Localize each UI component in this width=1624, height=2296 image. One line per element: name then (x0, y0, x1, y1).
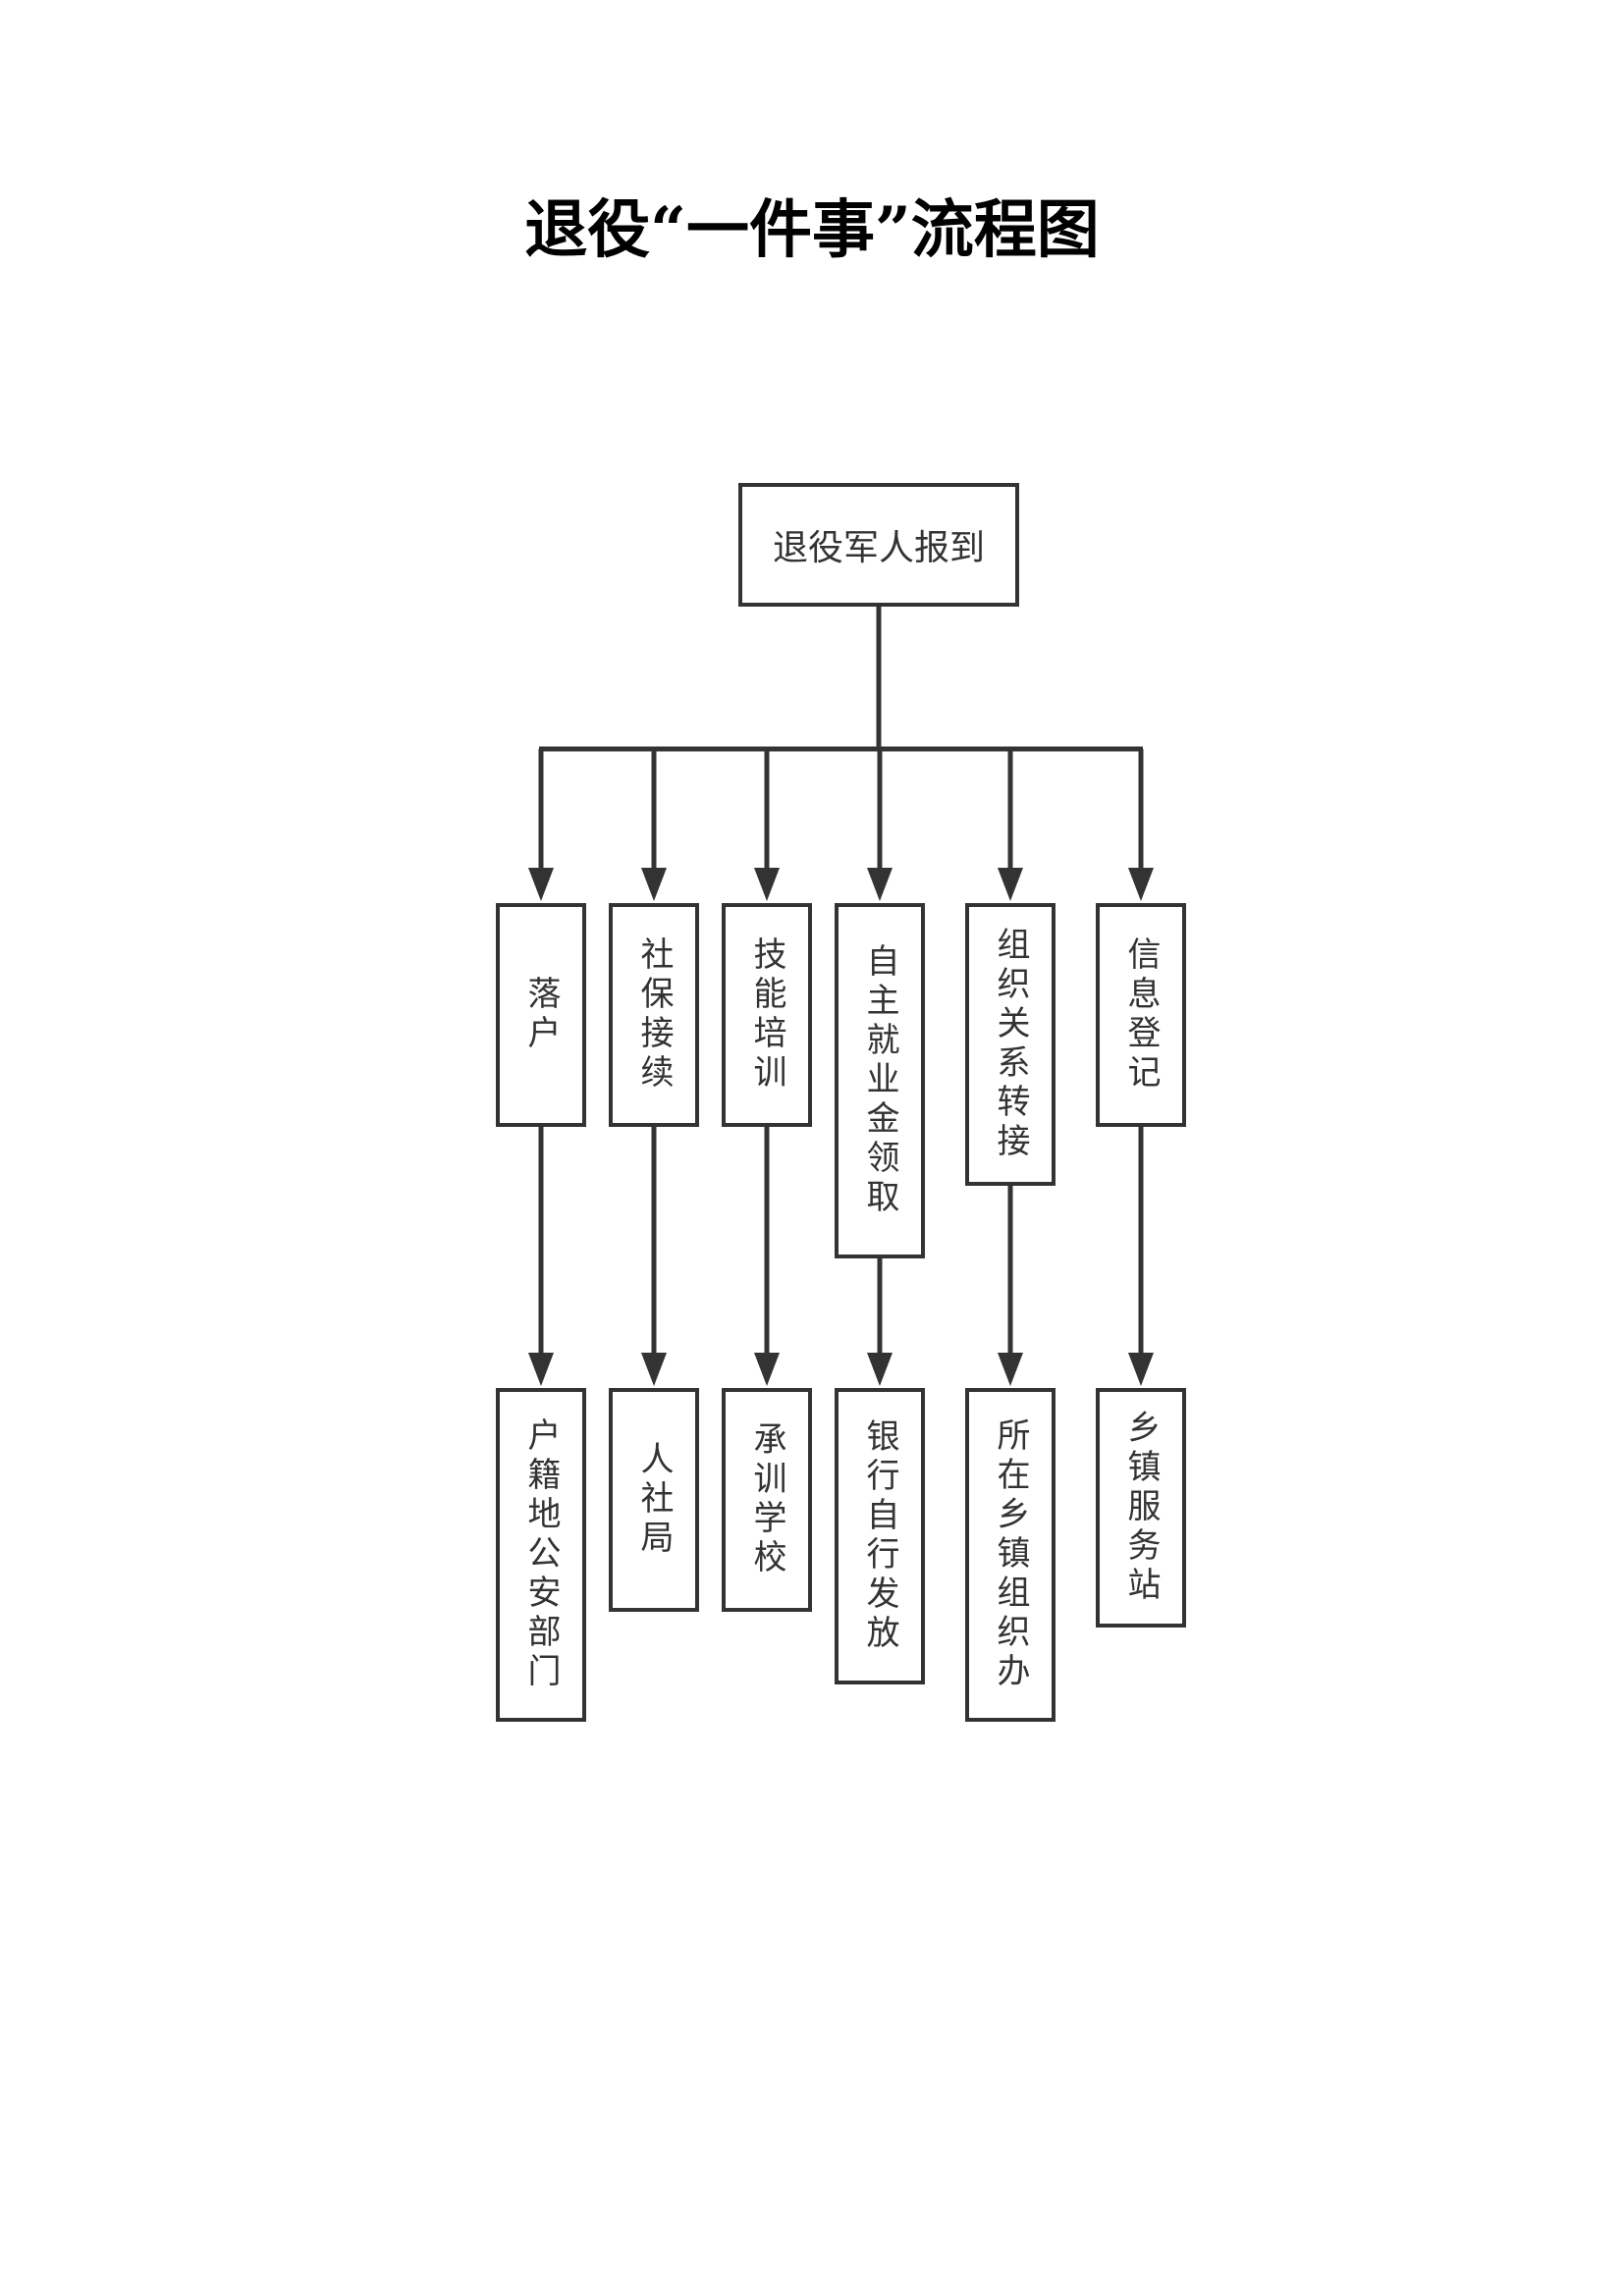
agency-node-label: 户籍地公安部门 (521, 1417, 561, 1692)
agency-arrow-0 (528, 1353, 554, 1386)
branch-node-1: 社保接续 (609, 903, 699, 1127)
branch-node-label: 技能培训 (747, 936, 786, 1094)
root-node: 退役军人报到 (738, 483, 1019, 607)
agency-node-1: 人社局 (609, 1388, 699, 1612)
branch-arrow-1 (641, 868, 667, 901)
branch-arrow-2 (754, 868, 780, 901)
agency-node-label: 银行自行发放 (860, 1418, 899, 1654)
agency-arrow-2 (754, 1353, 780, 1386)
branch-arrow-3 (867, 868, 893, 901)
branch-node-0: 落户 (496, 903, 586, 1127)
agency-node-2: 承训学校 (722, 1388, 812, 1612)
agency-arrow-1 (641, 1353, 667, 1386)
agency-node-label: 乡镇服务站 (1121, 1410, 1161, 1606)
agency-node-0: 户籍地公安部门 (496, 1388, 586, 1722)
agency-node-label: 承训学校 (747, 1421, 786, 1578)
agency-node-4: 所在乡镇组织办 (965, 1388, 1056, 1722)
branch-arrow-5 (1128, 868, 1154, 901)
agency-node-3: 银行自行发放 (835, 1388, 925, 1684)
branch-node-label: 组织关系转接 (991, 927, 1030, 1162)
root-node-label: 退役军人报到 (772, 528, 985, 568)
branch-node-4: 组织关系转接 (965, 903, 1056, 1186)
branch-arrow-0 (528, 868, 554, 901)
branch-node-label: 社保接续 (634, 936, 674, 1094)
page-title: 退役“一件事”流程图 (524, 193, 1100, 267)
branch-node-label: 落户 (521, 976, 561, 1054)
branch-arrow-4 (998, 868, 1023, 901)
branch-node-2: 技能培训 (722, 903, 812, 1127)
agency-node-label: 所在乡镇组织办 (991, 1417, 1030, 1692)
branch-node-3: 自主就业金领取 (835, 903, 925, 1258)
agency-arrow-4 (998, 1353, 1023, 1386)
branch-node-label: 信息登记 (1121, 936, 1161, 1094)
branch-node-label: 自主就业金领取 (860, 943, 899, 1218)
agency-node-5: 乡镇服务站 (1096, 1388, 1186, 1628)
agency-arrow-5 (1128, 1353, 1154, 1386)
branch-node-5: 信息登记 (1096, 903, 1186, 1127)
agency-arrow-3 (867, 1353, 893, 1386)
agency-node-label: 人社局 (634, 1441, 674, 1559)
